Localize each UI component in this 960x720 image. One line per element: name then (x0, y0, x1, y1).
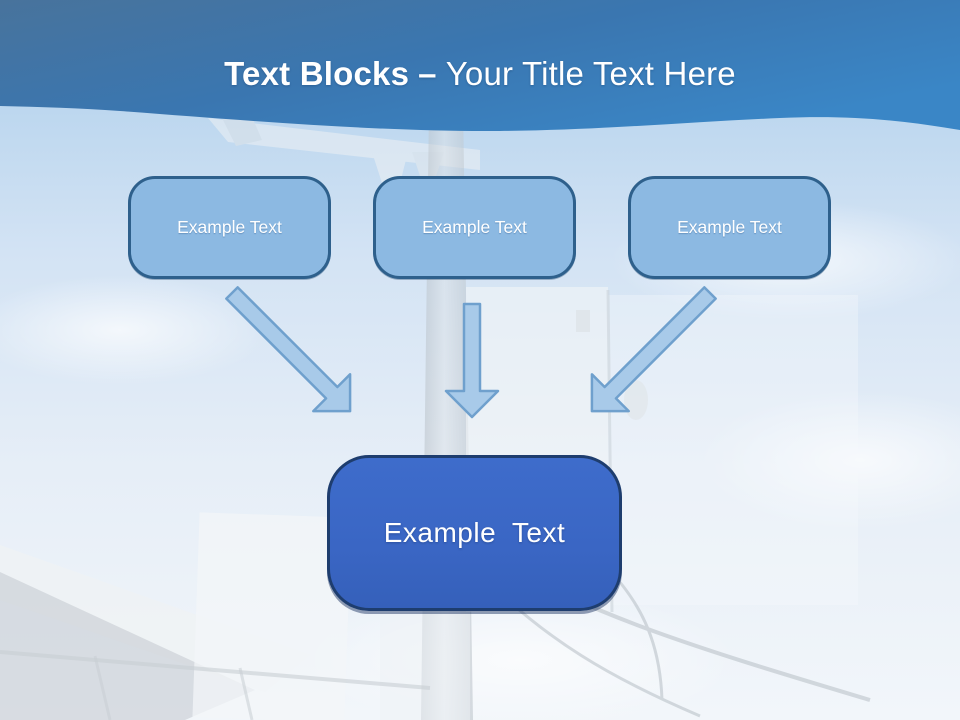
text-block-3: Example Text (628, 176, 831, 279)
slide-title-separator: – (418, 55, 437, 92)
cloud (0, 275, 270, 385)
text-block-3-label: Example Text (677, 217, 782, 237)
slide-title: Text Blocks–Your Title Text Here (0, 54, 960, 94)
center-text-block: Example Text (327, 455, 622, 611)
slide-title-tail: Your Title Text Here (445, 55, 736, 92)
cloud (700, 390, 960, 530)
text-block-1: Example Text (128, 176, 331, 279)
center-text-block-label: Example Text (383, 517, 566, 548)
text-block-1-label: Example Text (177, 217, 282, 237)
slide-title-emphasis: Text Blocks (224, 55, 410, 92)
text-block-2: Example Text (373, 176, 576, 279)
text-block-2-label: Example Text (422, 217, 527, 237)
